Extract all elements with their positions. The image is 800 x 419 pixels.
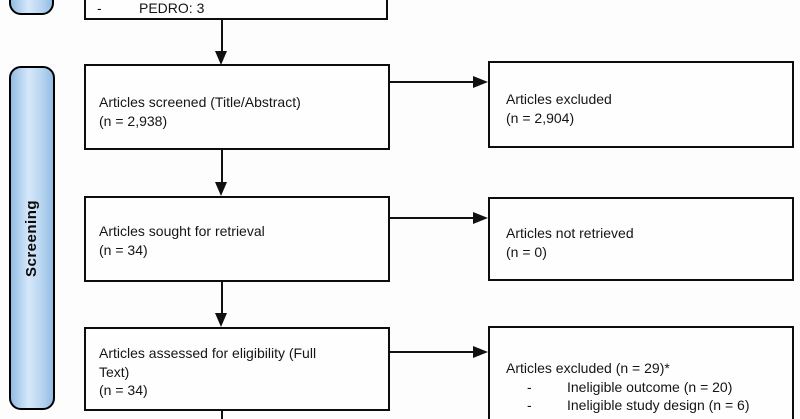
stage-tab-screening: Screening: [9, 66, 55, 410]
identification-bullet-dash: -: [97, 0, 102, 16]
sought-box-line1: Articles sought for retrieval: [99, 223, 265, 239]
arrow-eligibility-to-included-partial: [220, 411, 223, 419]
not-retrieved-box: Articles not retrieved (n = 0): [488, 197, 794, 281]
sought-box-line2: (n = 34): [99, 241, 148, 258]
eligibility-box: Articles assessed for eligibility (Full …: [84, 327, 390, 411]
excluded-screening-box: Articles excluded (n = 2,904): [488, 61, 794, 148]
excluded-screening-line1: Articles excluded: [506, 91, 612, 107]
eligibility-box-line3: (n = 34): [99, 382, 148, 398]
eligibility-box-line2: Text): [99, 363, 130, 380]
stage-tab-identification-partial: [9, 0, 54, 15]
identification-bullet-text: PEDRO: 3: [139, 0, 205, 16]
bullet-dash: -: [527, 378, 532, 395]
excluded-fulltext-bullet2-row: - Ineligible study design (n = 6): [506, 396, 792, 415]
stage-tab-screening-label: Screening: [22, 199, 40, 277]
excluded-fulltext-box: Articles excluded (n = 29)* - Ineligible…: [488, 326, 794, 419]
bullet-dash: -: [527, 397, 532, 413]
excluded-screening-line2: (n = 2,904): [506, 109, 575, 126]
screened-box-line1: Articles screened (Title/Abstract): [99, 94, 301, 110]
excluded-fulltext-bullet1-row: - Ineligible outcome (n = 20): [506, 378, 792, 397]
excluded-fulltext-bullet1: Ineligible outcome (n = 20): [567, 378, 733, 395]
bullet-dash: -: [527, 415, 567, 419]
not-retrieved-line1: Articles not retrieved: [506, 225, 634, 241]
identification-box: - PEDRO: 3: [84, 0, 388, 20]
screened-box: Articles screened (Title/Abstract) (n = …: [84, 64, 390, 150]
not-retrieved-line2: (n = 0): [506, 243, 547, 260]
screened-box-line2: (n = 2,938): [99, 112, 168, 129]
excluded-fulltext-bullet2: Ineligible study design (n = 6): [567, 397, 750, 413]
excluded-fulltext-bullet3: MAN/MOB not applied (n = 3): [567, 415, 751, 419]
excluded-fulltext-bullet3-row: - MAN/MOB not applied (n = 3): [506, 415, 792, 419]
sought-box: Articles sought for retrieval (n = 34): [84, 196, 390, 282]
excluded-fulltext-title: Articles excluded (n = 29)*: [506, 360, 670, 376]
eligibility-box-line1: Articles assessed for eligibility (Full: [99, 345, 317, 361]
